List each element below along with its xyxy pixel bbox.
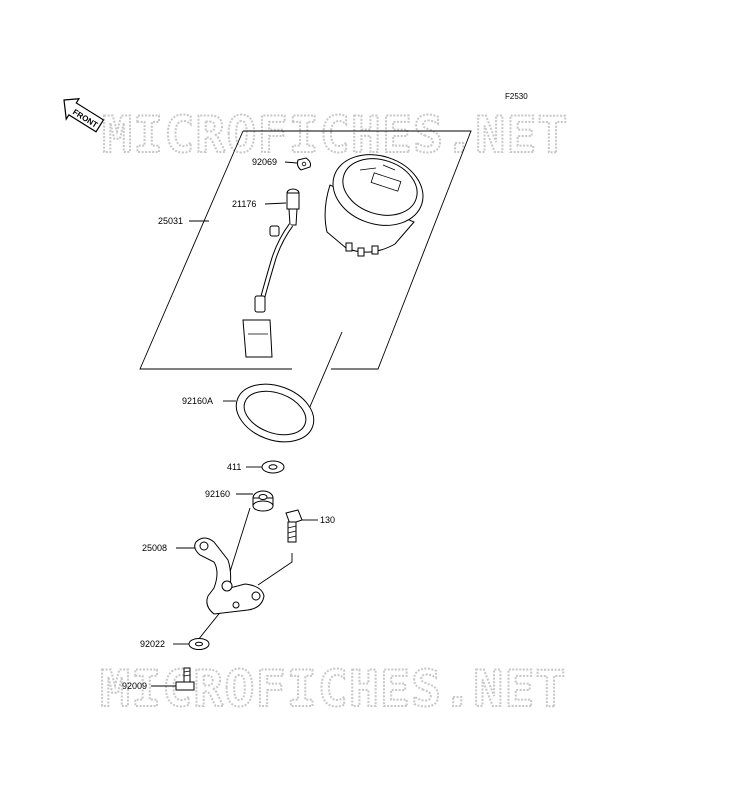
grommet-92160 [252, 490, 274, 512]
part-label-21176: 21176 [232, 199, 256, 209]
bracket-25008 [194, 537, 265, 615]
part-label-92160: 92160 [205, 489, 230, 499]
watermark-bottom: MICROFICHES.NET [100, 660, 567, 718]
part-label-25031: 25031 [158, 216, 183, 226]
clip-92069 [296, 157, 311, 171]
part-label-130: 130 [320, 515, 335, 525]
bolt-130 [285, 509, 303, 543]
front-arrow-icon: FRONT [63, 98, 105, 133]
part-label-92160A: 92160A [182, 396, 213, 406]
part-label-92069: 92069 [252, 157, 277, 167]
part-label-92009: 92009 [122, 681, 147, 691]
gasket-92160A [235, 383, 315, 443]
screw-92009 [175, 667, 195, 691]
speedometer [324, 154, 424, 257]
washer-92022 [188, 638, 210, 650]
watermark-top: MICROFICHES.NET [102, 106, 569, 164]
assembly-frame [243, 130, 472, 370]
bulb-socket-cable [242, 188, 300, 358]
part-label-92022: 92022 [140, 639, 165, 649]
part-label-25008: 25008 [142, 543, 167, 553]
figure-code: F2530 [505, 92, 528, 101]
washer-411 [261, 460, 285, 474]
assembly-frame-left [139, 130, 292, 370]
part-label-411: 411 [227, 462, 241, 472]
